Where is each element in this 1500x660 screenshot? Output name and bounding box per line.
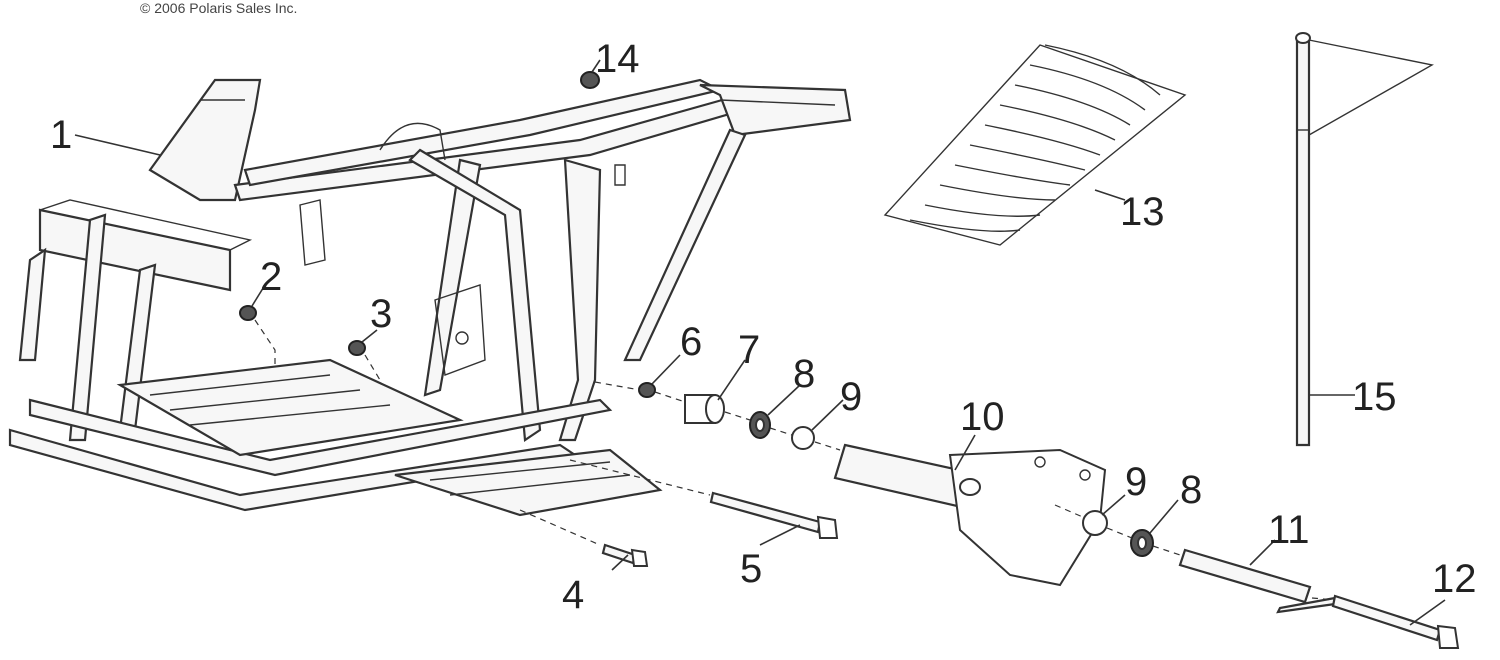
part-7-spacer (684, 394, 725, 424)
callout-7: 7 (738, 328, 760, 372)
callout-13: 13 (1120, 190, 1165, 234)
part-6-washer (638, 382, 656, 398)
callout-14: 14 (595, 37, 640, 81)
part-10-swingarm-tube (833, 443, 1107, 587)
callout-5: 5 (740, 547, 762, 591)
part-4-bolt (601, 543, 649, 567)
part-9b-bushing (1082, 510, 1108, 536)
part-12-pivot-bolt (1276, 594, 1460, 649)
callout-8: 8 (793, 352, 815, 396)
atv-frame (8, 78, 852, 517)
callout-11: 11 (1268, 508, 1310, 552)
part-11-pivot-tube (1178, 548, 1312, 604)
callout-10: 10 (960, 395, 1005, 439)
callout-4: 4 (562, 573, 584, 617)
part-13-strap-set (883, 44, 1187, 246)
callout-3: 3 (370, 292, 392, 336)
callout-9: 9 (840, 375, 862, 419)
part-9-bushing (791, 426, 815, 450)
part-8-washer (749, 411, 771, 439)
assembly-lines (254, 319, 1336, 601)
copyright-notice: © 2006 Polaris Sales Inc. (140, 0, 298, 16)
leader-lines (74, 59, 1446, 626)
callout-2: 2 (260, 255, 282, 299)
part-2-bushing (239, 305, 257, 321)
part-8b-washer (1130, 529, 1154, 557)
callout-12: 12 (1432, 557, 1477, 601)
callout-8b: 8 (1180, 468, 1202, 512)
callout-1: 1 (50, 113, 72, 157)
part-14-nut (580, 71, 600, 89)
part-15-whip-flag (1295, 32, 1434, 447)
part-3-bushing (348, 340, 366, 356)
callout-9b: 9 (1125, 460, 1147, 504)
part-5-bolt (709, 491, 839, 539)
callout-15: 15 (1352, 375, 1397, 419)
callout-6: 6 (680, 320, 702, 364)
callouts: 1 2 3 4 5 6 7 8 9 10 8 9 11 12 13 14 15 (50, 37, 1477, 617)
